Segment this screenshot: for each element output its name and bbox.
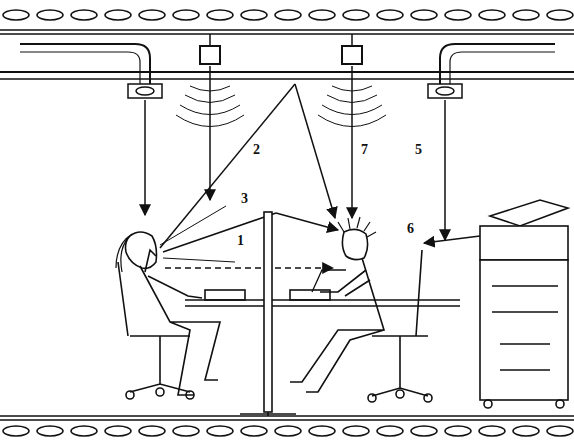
tile-oval (71, 426, 97, 436)
tile-oval (377, 10, 403, 20)
printer (480, 200, 568, 408)
ceiling (0, 10, 574, 127)
tile-oval (207, 10, 233, 20)
tile-oval (309, 10, 335, 20)
tile-oval (479, 426, 505, 436)
right-person (290, 217, 432, 402)
tile-oval (173, 10, 199, 20)
tile-oval (343, 426, 369, 436)
callout-number: 5 (414, 143, 423, 157)
tile-oval (547, 10, 573, 20)
callout-number: 6 (406, 222, 415, 236)
tile-oval (343, 10, 369, 20)
tile-oval (513, 10, 539, 20)
tile-oval (479, 10, 505, 20)
tile-oval (3, 10, 29, 20)
tile-oval (71, 10, 97, 20)
callout-number: 2 (252, 143, 261, 157)
desk-and-divider (185, 212, 460, 416)
tile-oval (3, 426, 29, 436)
tile-oval (105, 426, 131, 436)
tile-oval (547, 426, 573, 436)
tile-oval (37, 426, 63, 436)
tile-oval (241, 10, 267, 20)
tile-oval (139, 426, 165, 436)
tile-oval (173, 426, 199, 436)
tile-oval (105, 10, 131, 20)
floor-tiles (3, 426, 573, 436)
tile-oval (513, 426, 539, 436)
sound-paths (145, 66, 480, 268)
floor (0, 416, 574, 436)
tile-oval (411, 10, 437, 20)
callout-number: 7 (360, 143, 369, 157)
tile-oval (411, 426, 437, 436)
callout-number: 3 (240, 192, 249, 206)
tile-oval (309, 426, 335, 436)
tile-oval (275, 10, 301, 20)
tile-oval (445, 10, 471, 20)
tile-oval (275, 426, 301, 436)
tile-oval (241, 426, 267, 436)
tile-oval (207, 426, 233, 436)
tile-oval (445, 426, 471, 436)
tile-oval (377, 426, 403, 436)
left-person (116, 232, 220, 399)
tile-oval (37, 10, 63, 20)
tile-oval (139, 10, 165, 20)
callout-number: 1 (236, 234, 245, 248)
ceiling-tiles (3, 10, 573, 20)
